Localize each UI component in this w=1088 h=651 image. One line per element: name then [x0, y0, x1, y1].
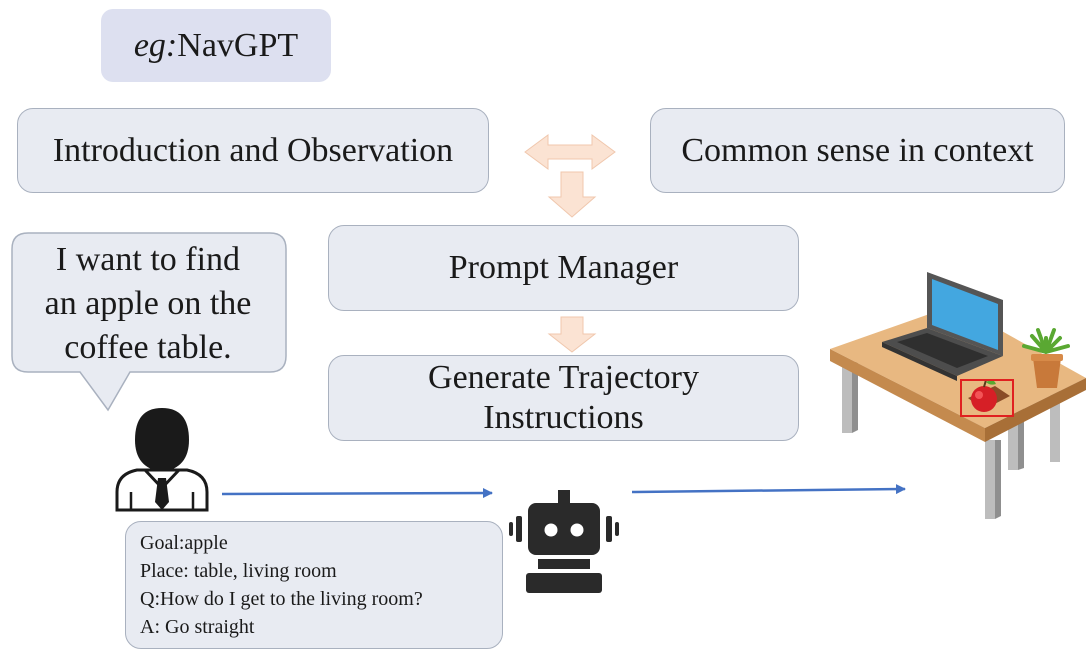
prompt-manager-label: Prompt Manager	[448, 249, 679, 286]
dialog-place: Place: table, living room	[140, 560, 337, 582]
apple-highlight-box	[960, 379, 1014, 417]
robot-icon	[509, 490, 619, 593]
trajectory-label-line1: Generate Trajectory	[428, 359, 699, 396]
example-name: NavGPT	[177, 26, 299, 64]
common-sense-label: Common sense in context	[681, 131, 1034, 169]
intro-observation-box: Introduction and Observation	[17, 108, 489, 193]
double-arrow	[524, 134, 616, 170]
dialog-question: Q:How do I get to the living room?	[140, 588, 423, 610]
down-arrow-1	[547, 171, 597, 218]
speech-line-3: coffee table.	[64, 329, 232, 366]
dialog-answer: A: Go straight	[140, 616, 255, 638]
plant-icon	[1022, 328, 1070, 354]
speech-bubble-shape	[11, 232, 287, 412]
speech-bubble: I want to find an apple on the coffee ta…	[12, 238, 284, 370]
example-tag: eg: NavGPT	[101, 9, 331, 82]
desk-scene	[830, 272, 1086, 519]
apple-icon	[971, 379, 997, 412]
dialog-goal: Goal:apple	[140, 532, 228, 554]
down-arrow-2	[547, 316, 597, 353]
example-prefix: eg:	[133, 26, 178, 64]
blue-arrow-person-to-robot	[221, 488, 493, 499]
intro-observation-label: Introduction and Observation	[52, 131, 454, 169]
person-icon	[115, 408, 209, 512]
blue-arrow-robot-to-table	[631, 484, 906, 495]
dialog-box: Goal:apple Place: table, living room Q:H…	[125, 521, 503, 649]
trajectory-box: Generate Trajectory Instructions	[328, 355, 799, 441]
trajectory-label-line2: Instructions	[483, 399, 644, 436]
speech-line-1: I want to find	[55, 241, 241, 278]
common-sense-box: Common sense in context	[650, 108, 1065, 193]
prompt-manager-box: Prompt Manager	[328, 225, 799, 311]
speech-line-2: an apple on the	[44, 285, 252, 322]
